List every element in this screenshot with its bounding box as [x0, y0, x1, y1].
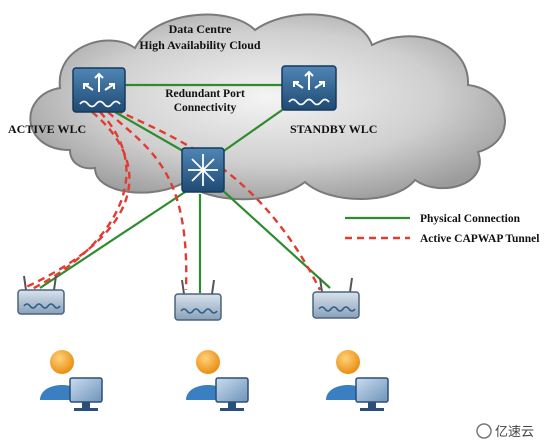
- user-workstation-2: [186, 350, 249, 411]
- cloud-title-line2: High Availability Cloud: [139, 38, 260, 52]
- active-wlc-switch-link: [114, 111, 191, 156]
- wlc-wave-icon: [79, 100, 121, 108]
- standby-wlc-switch-link: [217, 107, 286, 156]
- user-head-icon: [196, 350, 220, 374]
- watermark: 亿速云: [476, 423, 534, 440]
- user-workstation-1: [40, 350, 103, 411]
- access-point-2: [174, 279, 222, 321]
- capwap-tunnels: [23, 108, 322, 292]
- wlc-wave-icon: [288, 98, 330, 106]
- user-workstation-3: [326, 350, 389, 411]
- switch-ap1-link: [39, 189, 189, 289]
- legend: Physical Connection Active CAPWAP Tunnel: [345, 213, 540, 245]
- ap-wave-icon: [23, 303, 61, 309]
- capwap-tunnel-ap3: [115, 108, 322, 291]
- active-wlc-label: ACTIVE WLC: [8, 122, 86, 136]
- standby-wlc-device: [281, 65, 337, 111]
- monitor-icon: [355, 377, 389, 403]
- watermark-logo-icon: [476, 423, 492, 439]
- monitor-icon: [215, 377, 249, 403]
- legend-physical-label: Physical Connection: [420, 213, 521, 225]
- user-head-icon: [50, 350, 74, 374]
- core-switch-device: [181, 147, 225, 193]
- redundant-port-label-line1: Redundant Port: [165, 88, 245, 100]
- user-head-icon: [336, 350, 360, 374]
- access-point-3: [312, 277, 360, 319]
- capwap-tunnel-ap1-inner: [29, 111, 128, 292]
- switch-arrows-icon: [188, 154, 218, 186]
- ap-wave-icon: [180, 308, 218, 314]
- ap-wave-icon: [318, 306, 356, 312]
- capwap-tunnel-ap1-outer: [23, 111, 131, 290]
- wlc-arrows-icon: [83, 72, 115, 92]
- physical-connections: [39, 83, 331, 293]
- redundant-port-label-line2: Connectivity: [174, 102, 237, 114]
- access-point-1: [17, 275, 65, 315]
- wlc-arrows-icon: [293, 70, 325, 90]
- watermark-text: 亿速云: [495, 425, 534, 440]
- cloud-title-line1: Data Centre: [169, 22, 232, 36]
- monitor-icon: [69, 377, 103, 403]
- active-wlc-device: [72, 67, 126, 113]
- switch-ap3-link: [219, 187, 331, 289]
- legend-capwap-label: Active CAPWAP Tunnel: [420, 233, 540, 245]
- standby-wlc-label: STANDBY WLC: [290, 122, 377, 136]
